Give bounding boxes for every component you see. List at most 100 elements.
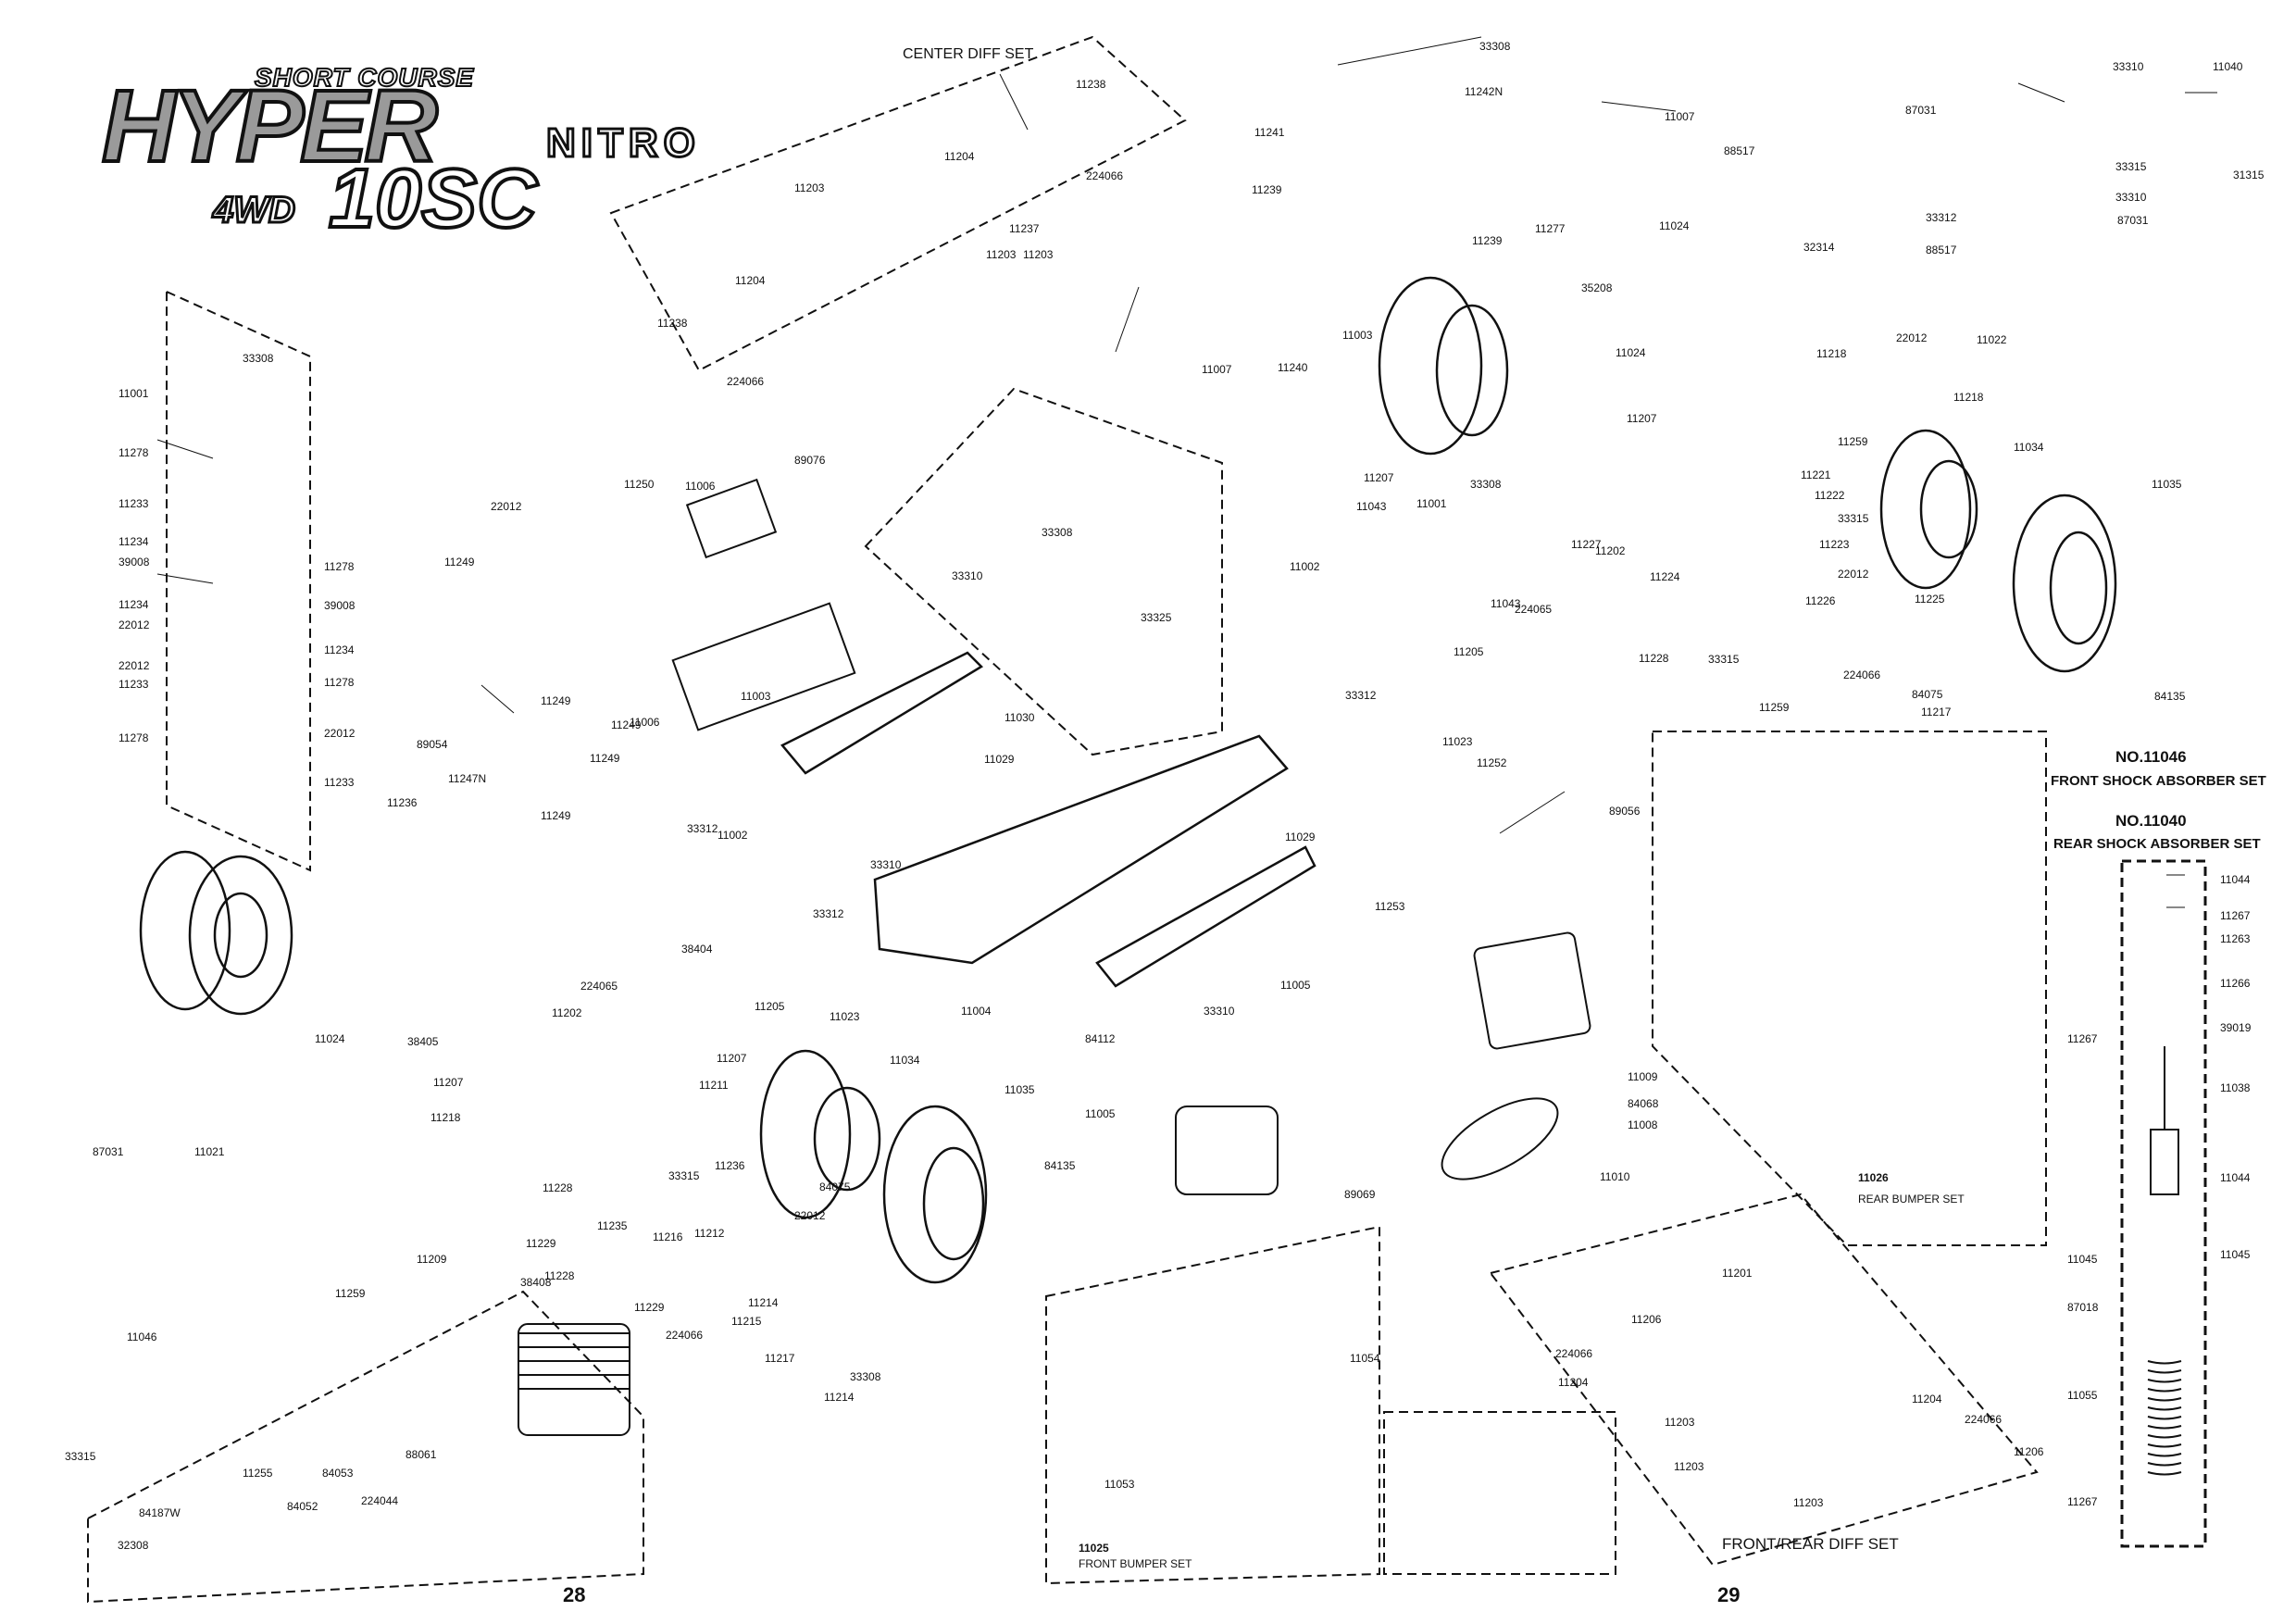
part-label: 11249 xyxy=(444,556,475,568)
center-diff-set-box xyxy=(609,35,1187,372)
part-label: 11238 xyxy=(657,317,688,330)
part-label: 11046 xyxy=(127,1330,157,1343)
part-label: 33310 xyxy=(2113,60,2144,73)
part-label: 11206 xyxy=(2014,1445,2044,1458)
part-label: 22012 xyxy=(119,659,150,672)
part-label: 11239 xyxy=(1472,234,1503,247)
front-bumper-set-box xyxy=(1045,1225,1380,1585)
part-label: 39019 xyxy=(2220,1021,2252,1034)
part-label: 11228 xyxy=(1639,652,1669,665)
part-label: 87031 xyxy=(93,1145,124,1158)
part-label: 11229 xyxy=(634,1301,665,1314)
part-label: 22012 xyxy=(324,727,356,740)
part-label: 11044 xyxy=(2220,873,2251,886)
part-label: 11218 xyxy=(1953,391,1984,404)
part-label: 11203 xyxy=(794,181,825,194)
part-label: 11250 xyxy=(624,478,655,491)
part-label: 11003 xyxy=(741,690,771,703)
part-label: 11267 xyxy=(2067,1495,2098,1508)
part-label: 11038 xyxy=(2220,1081,2251,1094)
part-label: 11252 xyxy=(1477,756,1507,769)
part-label: 84068 xyxy=(1628,1097,1659,1110)
part-label: 11255 xyxy=(243,1467,273,1480)
part-label: 11202 xyxy=(1595,544,1626,557)
part-label: 11008 xyxy=(1628,1118,1658,1131)
front-rear-diff-set-title: FRONT/REAR DIFF SET xyxy=(1722,1535,1899,1553)
part-label: 33308 xyxy=(243,352,274,365)
part-label: 11212 xyxy=(694,1227,725,1240)
front-rear-diff-set-box xyxy=(1489,1193,2039,1567)
side-guard-right xyxy=(1095,845,1316,988)
part-label: 11234 xyxy=(324,643,355,656)
part-label: 11233 xyxy=(119,497,149,510)
part-label: 11278 xyxy=(324,676,355,689)
page-number-right: 29 xyxy=(1717,1583,1741,1606)
part-label: 11278 xyxy=(119,446,149,459)
part-label: 11045 xyxy=(2067,1253,2098,1266)
part-label: 11024 xyxy=(1659,219,1690,232)
part-label: 11040 xyxy=(2213,60,2243,73)
part-label: 84075 xyxy=(819,1181,851,1193)
part-label: 33312 xyxy=(687,822,718,835)
part-label: 11228 xyxy=(543,1181,573,1194)
part-label: 11211 xyxy=(699,1079,729,1092)
part-label: 11023 xyxy=(830,1010,860,1023)
part-label: 22012 xyxy=(1838,568,1869,581)
part-label: 33310 xyxy=(2115,191,2147,204)
part-label: 88517 xyxy=(1724,144,1755,157)
part-label: 11249 xyxy=(541,694,571,707)
front-shock-title: FRONT SHOCK ABSORBER SET xyxy=(2051,773,2266,789)
part-label: 38405 xyxy=(407,1035,439,1048)
part-label: 11259 xyxy=(1759,701,1790,714)
part-label: 33308 xyxy=(1042,526,1073,539)
part-label: 39008 xyxy=(324,599,356,612)
part-label: 88517 xyxy=(1926,244,1957,256)
part-label: 11278 xyxy=(119,731,149,744)
logo-hyper: HYPER xyxy=(100,69,440,183)
part-label: 33310 xyxy=(952,569,983,582)
part-label: 89076 xyxy=(794,454,826,467)
part-label: 11249 xyxy=(541,809,571,822)
part-label: 11215 xyxy=(731,1315,762,1328)
part-label: 84052 xyxy=(287,1500,318,1513)
part-label: 11207 xyxy=(1627,412,1657,425)
part-label: 11253 xyxy=(1375,900,1405,913)
part-label: 11205 xyxy=(755,1000,785,1013)
part-label: 22012 xyxy=(1896,331,1928,344)
part-label: 11006 xyxy=(685,480,716,493)
part-label: 11241 xyxy=(1254,126,1285,139)
part-label: 11203 xyxy=(1674,1460,1704,1473)
part-label: 89056 xyxy=(1609,805,1641,818)
part-label: 11203 xyxy=(1665,1416,1695,1429)
part-label: 11218 xyxy=(1816,347,1847,360)
part-label: 84135 xyxy=(2154,690,2186,703)
part-label: 11259 xyxy=(1838,435,1868,448)
part-label: 11003 xyxy=(1342,329,1373,342)
part-label: 11236 xyxy=(715,1159,745,1172)
part-label: 11266 xyxy=(2220,977,2251,990)
part-label: 11202 xyxy=(552,1006,582,1019)
part-label: 224066 xyxy=(1086,169,1124,182)
part-label: 11214 xyxy=(824,1391,855,1404)
front-bumper-inner-box xyxy=(1383,1411,1616,1575)
part-label: 84053 xyxy=(322,1467,354,1480)
part-label: 11029 xyxy=(984,753,1015,766)
part-label: 11205 xyxy=(1454,645,1484,658)
part-label: 33312 xyxy=(813,907,844,920)
part-label: 11204 xyxy=(1912,1393,1942,1405)
part-label: 11247N xyxy=(448,772,487,785)
part-label: 33308 xyxy=(1479,40,1511,53)
part-label: 33312 xyxy=(1345,689,1377,702)
part-label: 87031 xyxy=(1905,104,1937,117)
leader-lines xyxy=(156,36,2217,908)
part-label: 11021 xyxy=(194,1145,225,1158)
part-label: 33308 xyxy=(1470,478,1502,491)
part-label: 11053 xyxy=(1104,1478,1135,1491)
part-label: 11029 xyxy=(1285,831,1316,843)
part-label: 11240 xyxy=(1278,361,1308,374)
part-label: 38408 xyxy=(520,1276,552,1289)
shock-column-box xyxy=(2120,859,2207,1548)
part-label: 224065 xyxy=(580,980,618,993)
part-label: 11223 xyxy=(1819,538,1850,551)
chassis-plate xyxy=(873,734,1289,965)
